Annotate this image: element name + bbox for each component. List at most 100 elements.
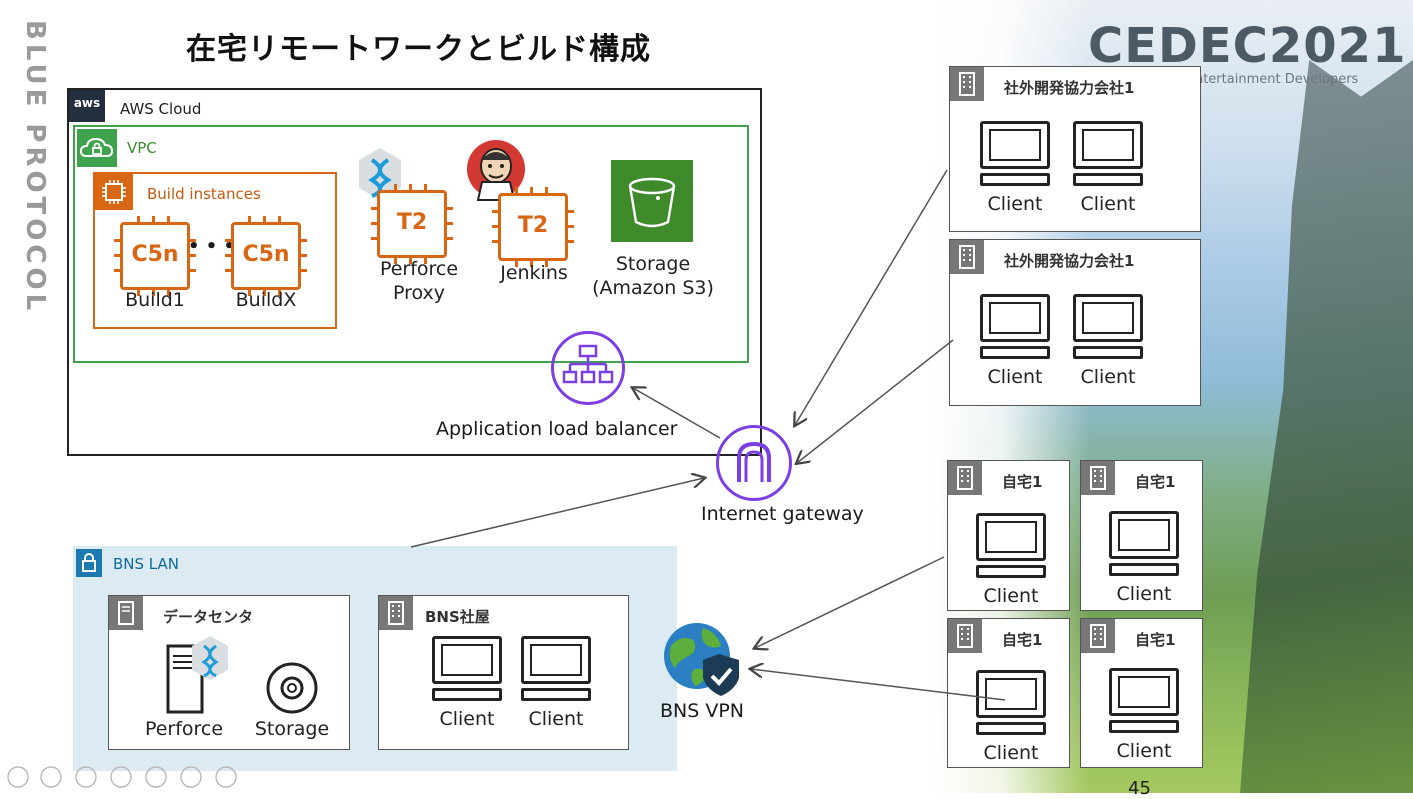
buildx-label: BuildX xyxy=(235,289,297,311)
label-line: Perforce xyxy=(379,258,459,280)
building-icon xyxy=(950,240,984,274)
build1-label: Build1 xyxy=(125,289,185,311)
chip-pin xyxy=(409,257,412,264)
chip-label: C5n xyxy=(242,242,290,267)
chip-pin xyxy=(394,184,397,191)
chip-pin xyxy=(114,269,121,272)
build-instances-group xyxy=(93,172,337,329)
chip-label: C5n xyxy=(131,242,179,267)
building-icon xyxy=(948,619,982,653)
build-instances-label: Build instances xyxy=(147,185,261,203)
page-number: 45 xyxy=(1128,778,1151,799)
ec2-instance-icon: T2 xyxy=(492,187,574,267)
chip-label: T2 xyxy=(517,213,549,238)
disk-storage-icon xyxy=(265,661,319,715)
home-label: 自宅1 xyxy=(1002,631,1043,649)
chip-pin xyxy=(167,216,170,223)
home-group: 自宅1 xyxy=(1080,460,1203,611)
chip-pin xyxy=(300,239,307,242)
internet-gateway-label: Internet gateway xyxy=(701,503,864,525)
vpc-cloud-lock-icon xyxy=(77,129,117,167)
chip-pin xyxy=(278,216,281,223)
client-label: Client xyxy=(987,193,1043,215)
chip-pin xyxy=(515,187,518,194)
computer-icon xyxy=(976,513,1046,579)
chip-pin xyxy=(530,187,533,194)
perforce-label: Perforce xyxy=(144,718,224,740)
connector-lan-to-igw xyxy=(410,478,704,548)
chip-pin xyxy=(394,257,397,264)
vpc-label: VPC xyxy=(127,139,157,157)
internet-gateway-icon xyxy=(716,425,792,501)
slide-toolbar xyxy=(6,764,241,790)
storage-s3-label: Storage (Amazon S3) xyxy=(580,252,726,300)
chip-pin xyxy=(167,289,170,296)
chip-pin xyxy=(225,254,232,257)
building-icon xyxy=(1081,461,1115,495)
partner-company-label: 社外開発協力会社1 xyxy=(1004,252,1135,270)
datacenter-label: データセンタ xyxy=(163,608,254,626)
chip-pin xyxy=(189,254,196,257)
home-label: 自宅1 xyxy=(1135,631,1176,649)
chip-pin xyxy=(114,254,121,257)
alb-label: Application load balancer xyxy=(436,418,678,440)
ec2-instance-icon: C5n xyxy=(114,216,196,296)
chip-pin xyxy=(137,216,140,223)
building-icon xyxy=(948,461,982,495)
computer-icon xyxy=(980,121,1050,187)
chip-pin xyxy=(424,184,427,191)
chip-pin xyxy=(530,260,533,267)
label-line: (Amazon S3) xyxy=(592,277,714,299)
chip-pin xyxy=(371,237,378,240)
client-label: Client xyxy=(983,585,1039,607)
vpn-label: BNS VPN xyxy=(660,700,745,722)
event-logo: CEDEC2021 xyxy=(1088,18,1407,74)
brand-strip: BLUE PROTOCOL xyxy=(14,20,54,780)
chip-pin xyxy=(545,260,548,267)
chip-label: T2 xyxy=(396,210,428,235)
aws-logo-icon: aws xyxy=(69,90,105,122)
client-label: Client xyxy=(1116,740,1172,762)
client-label: Client xyxy=(1080,366,1136,388)
chip-pin xyxy=(300,269,307,272)
perforce-proxy-label: Perforce Proxy xyxy=(364,257,474,305)
client-label: Client xyxy=(439,708,495,730)
client-label: Client xyxy=(987,366,1043,388)
chip-pin xyxy=(567,240,574,243)
label-line: Proxy xyxy=(392,282,446,304)
label-line: Storage xyxy=(615,253,691,275)
chip-pin xyxy=(248,216,251,223)
chip-pin xyxy=(225,269,232,272)
jenkins-icon xyxy=(466,138,526,204)
bns-office-label: BNS社屋 xyxy=(425,608,490,626)
chip-pin xyxy=(567,210,574,213)
chip-pin xyxy=(515,260,518,267)
chip-pin xyxy=(371,207,378,210)
chip-pin xyxy=(492,240,499,243)
chip-pin xyxy=(152,216,155,223)
chip-pin xyxy=(278,289,281,296)
bns-office-group: BNS社屋 xyxy=(378,595,629,750)
jenkins-label: Jenkins xyxy=(500,262,568,284)
connector-home1-to-vpn xyxy=(755,556,945,648)
chip-pin xyxy=(189,239,196,242)
s3-bucket-icon xyxy=(611,160,693,242)
computer-icon xyxy=(521,636,591,702)
chip-pin xyxy=(371,222,378,225)
ellipsis: • • • xyxy=(188,236,236,257)
computer-icon xyxy=(976,670,1046,736)
building-icon xyxy=(379,596,413,630)
chip-pin xyxy=(248,289,251,296)
ec2-instance-icon: C5n xyxy=(225,216,307,296)
computer-icon xyxy=(1109,511,1179,577)
bns-lan-label: BNS LAN xyxy=(113,555,179,573)
chip-pin xyxy=(446,222,453,225)
chip-icon xyxy=(95,174,133,210)
computer-icon xyxy=(1109,668,1179,734)
chip-pin xyxy=(263,216,266,223)
computer-icon xyxy=(432,636,502,702)
page-title: 在宅リモートワークとビルド構成 xyxy=(186,32,651,67)
lock-icon xyxy=(76,549,102,577)
computer-icon xyxy=(980,294,1050,360)
home-group: 自宅1 xyxy=(1080,618,1203,768)
